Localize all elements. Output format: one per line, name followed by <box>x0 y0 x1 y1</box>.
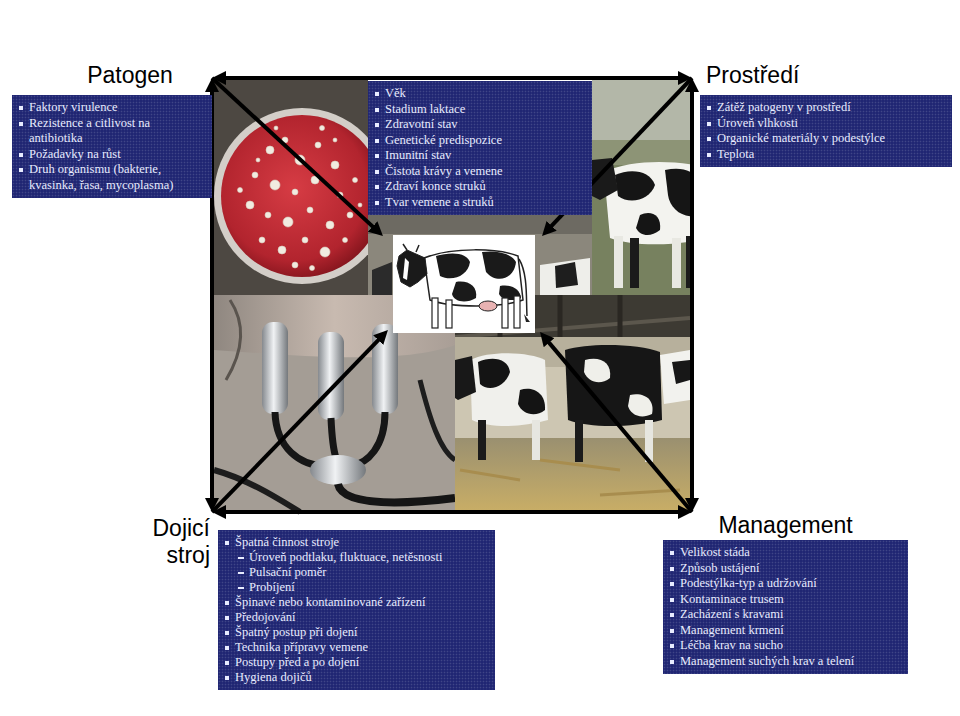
factor-panel: Velikost stádaZpůsob ustájeníPodestýlka-… <box>663 540 908 674</box>
factor-item: Špinavé nebo kontaminované zařízení <box>224 595 489 610</box>
factor-panel: Faktory virulenceRezistence a citlivost … <box>12 95 212 198</box>
factor-item: Požadavky na růst <box>18 147 206 163</box>
sub-factor-item: Úroveň podtlaku, fluktuace, netěsnosti <box>224 550 489 565</box>
factor-item: Způsob ustájení <box>669 561 902 577</box>
factor-panel: Zátěž patogeny v prostředíÚroveň vlhkost… <box>700 95 952 167</box>
sub-factor-item: Pulsační poměr <box>224 565 489 580</box>
factor-box: Dojicí strojŠpatná činnost strojeÚroveň … <box>135 512 495 690</box>
factor-panel: VěkStadium laktaceZdravotní stavGenetick… <box>368 81 592 215</box>
factor-item: Druh organismu (bakterie, kvasinka, řasa… <box>18 162 206 193</box>
factor-item: Organické materiály v podestýlce <box>706 131 946 147</box>
factor-item: Špatný postup při dojení <box>224 625 489 640</box>
factor-item: Věk <box>374 86 586 102</box>
factor-box: ProstředíZátěž patogeny v prostředíÚrove… <box>692 62 952 167</box>
factor-item: Stadium laktace <box>374 102 586 118</box>
factor-item: Management suchých krav a telení <box>669 654 902 670</box>
factor-item: Velikost stáda <box>669 545 902 561</box>
double-arrow <box>690 86 694 504</box>
factor-item: Genetické predispozice <box>374 133 586 149</box>
cow-illustration <box>393 235 535 333</box>
sub-factor-item: Probíjení <box>224 580 489 595</box>
pasture-cows-photo <box>592 80 700 295</box>
petri-dish-photo <box>214 80 390 295</box>
group-heading: Prostředí <box>692 62 952 95</box>
factor-box: ManagementVelikost stádaZpůsob ustájeníP… <box>663 512 908 674</box>
factor-item: Podestýlka-typ a udržování <box>669 576 902 592</box>
factor-item: Tvar vemene a struků <box>374 195 586 211</box>
factor-item: Technika přípravy vemene <box>224 640 489 655</box>
factor-item: Rezistence a citlivost na antibiotika <box>18 116 206 147</box>
factor-item: Čistota krávy a vemene <box>374 164 586 180</box>
factor-item: Zdravotní stav <box>374 117 586 133</box>
factor-item: Imunitní stav <box>374 148 586 164</box>
group-heading: Management <box>663 512 908 540</box>
double-arrow <box>220 76 684 80</box>
factor-item: Špatná činnost stroje <box>224 535 489 550</box>
factor-item: Úroveň vlhkosti <box>706 116 946 132</box>
factor-box: VěkStadium laktaceZdravotní stavGenetick… <box>368 81 592 215</box>
factor-item: Hygiena dojičů <box>224 670 489 685</box>
factor-item: Kontaminace trusem <box>669 592 902 608</box>
diagonal-arrows <box>212 78 692 512</box>
factor-item: Zdraví konce struků <box>374 179 586 195</box>
factor-item: Management krmení <box>669 623 902 639</box>
factor-item: Zátěž patogeny v prostředí <box>706 100 946 116</box>
factor-item: Postupy před a po dojení <box>224 655 489 670</box>
factor-panel: Špatná činnost strojeÚroveň podtlaku, fl… <box>218 530 495 690</box>
double-arrow <box>220 510 684 514</box>
factor-box: PatogenFaktory virulenceRezistence a cit… <box>12 62 212 198</box>
factor-item: Předojování <box>224 610 489 625</box>
factor-item: Zacházení s kravami <box>669 607 902 623</box>
group-heading: Patogen <box>12 62 212 95</box>
group-heading: Dojicí stroj <box>135 512 218 569</box>
factor-item: Faktory virulence <box>18 100 206 116</box>
factor-item: Teplota <box>706 147 946 163</box>
factor-item: Léčba krav na sucho <box>669 638 902 654</box>
